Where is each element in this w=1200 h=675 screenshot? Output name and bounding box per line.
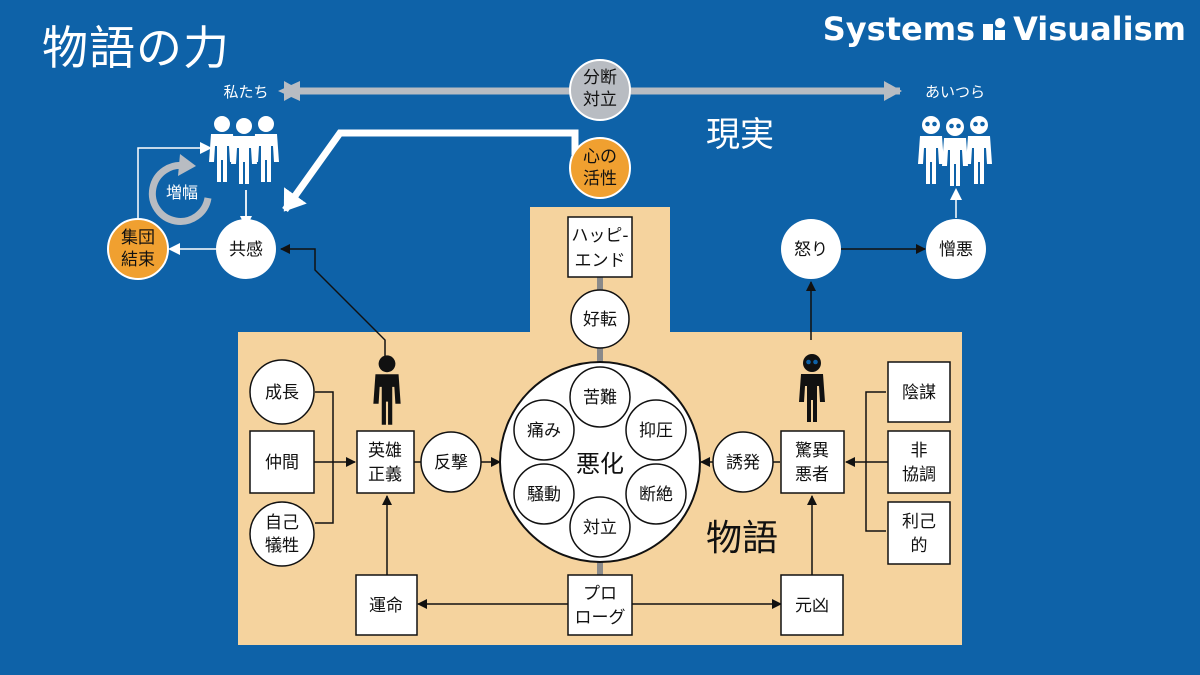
- svg-text:抑圧: 抑圧: [639, 421, 673, 441]
- happy-end-box: ハッピ- エンド: [567, 216, 633, 278]
- svg-text:ローグ: ローグ: [575, 608, 626, 628]
- svg-text:結束: 結束: [121, 250, 155, 270]
- counterattack-node: 反撃: [420, 431, 482, 493]
- svg-text:憎悪: 憎悪: [939, 240, 973, 260]
- amplify-label: 増幅: [166, 183, 198, 202]
- divide-arrow-left-head: [278, 81, 300, 101]
- svg-text:怒り: 怒り: [794, 240, 828, 260]
- svg-text:的: 的: [911, 536, 928, 556]
- us-people-icon: [209, 116, 279, 184]
- svg-text:悪者: 悪者: [795, 465, 829, 485]
- svg-text:英雄: 英雄: [368, 441, 402, 461]
- svg-text:集団: 集団: [121, 228, 155, 248]
- ring-oppression: 抑圧: [625, 399, 687, 461]
- culprit-box: 元凶: [780, 574, 844, 636]
- brand-logo: Systems Visualism: [823, 10, 1186, 48]
- page-title: 物語の力: [42, 21, 230, 75]
- ring-severance: 断絶: [625, 463, 687, 525]
- prologue-box: プロ ローグ: [567, 574, 633, 636]
- svg-text:エンド: エンド: [575, 251, 626, 271]
- brand-right: Visualism: [1013, 10, 1186, 48]
- us-label: 私たち: [223, 83, 268, 101]
- svg-text:好転: 好転: [583, 310, 617, 330]
- svg-text:痛み: 痛み: [527, 421, 561, 441]
- svg-text:ハッピ-: ハッピ-: [571, 226, 628, 246]
- svg-text:プロ: プロ: [583, 584, 617, 604]
- svg-text:運命: 運命: [369, 596, 403, 616]
- hero-justice-box: 英雄 正義: [356, 430, 415, 494]
- svg-text:仲間: 仲間: [265, 453, 299, 473]
- ring-conflict: 対立: [569, 496, 631, 558]
- hatred-node: 憎悪: [926, 219, 986, 279]
- them-label: あいつら: [925, 83, 985, 101]
- divide-node: 分断 対立: [569, 59, 631, 121]
- brand-left: Systems: [822, 10, 976, 48]
- unity-to-people-arrow: [137, 142, 212, 222]
- svg-text:元凶: 元凶: [795, 596, 829, 616]
- reality-label: 現実: [706, 115, 774, 155]
- svg-text:対立: 対立: [583, 518, 617, 538]
- provoke-node: 誘発: [712, 431, 774, 493]
- svg-text:利己: 利己: [902, 512, 936, 532]
- svg-text:反撃: 反撃: [434, 453, 468, 473]
- svg-text:騒動: 騒動: [527, 485, 561, 505]
- svg-text:犠牲: 犠牲: [265, 536, 299, 556]
- conspiracy-box: 陰謀: [887, 361, 951, 423]
- hero-to-empathy-arrow: [280, 244, 386, 357]
- group-unity-node: 集団 結束: [107, 218, 169, 280]
- anger-node: 怒り: [781, 219, 841, 279]
- svg-text:非: 非: [911, 441, 928, 461]
- svg-text:心の: 心の: [583, 147, 617, 167]
- heart-activation-node: 心の 活性: [569, 137, 631, 199]
- worsening-cluster: 悪化 苦難 抑圧 断絶 対立 騒動 痛み: [499, 361, 701, 563]
- amplify-loop-icon: [148, 154, 212, 225]
- svg-text:陰謀: 陰謀: [902, 383, 936, 403]
- svg-text:活性: 活性: [583, 169, 617, 189]
- fate-box: 運命: [355, 574, 418, 636]
- ring-turmoil: 騒動: [513, 463, 575, 525]
- svg-text:断絶: 断絶: [639, 485, 673, 505]
- empathy-node: 共感: [216, 219, 276, 279]
- story-label: 物語: [706, 518, 778, 559]
- svg-text:驚異: 驚異: [795, 441, 829, 461]
- ring-pain: 痛み: [513, 399, 575, 461]
- heart-to-empathy-arrow: [282, 129, 579, 213]
- svg-text:成長: 成長: [265, 383, 299, 403]
- svg-text:分断: 分断: [583, 68, 617, 88]
- companions-box: 仲間: [249, 430, 315, 494]
- svg-text:自己: 自己: [265, 513, 299, 533]
- non-cooperation-box: 非 協調: [887, 430, 951, 494]
- system-boxes-icon: [983, 18, 1006, 40]
- hero-inputs-bracket: [315, 391, 334, 524]
- villain-box: 驚異 悪者: [780, 430, 845, 494]
- svg-text:正義: 正義: [368, 465, 402, 485]
- worsening-label: 悪化: [576, 450, 624, 478]
- selfish-box: 利己 的: [887, 501, 951, 565]
- self-sacrifice-node: 自己 犠牲: [249, 501, 315, 567]
- them-skull-people-icon: [918, 116, 992, 186]
- improve-node: 好転: [570, 289, 630, 349]
- svg-text:対立: 対立: [583, 90, 617, 110]
- growth-node: 成長: [249, 359, 315, 425]
- ring-hardship: 苦難: [569, 366, 631, 428]
- svg-text:苦難: 苦難: [583, 388, 617, 408]
- svg-text:誘発: 誘発: [726, 453, 760, 473]
- svg-text:共感: 共感: [229, 240, 263, 260]
- svg-text:協調: 協調: [902, 465, 936, 485]
